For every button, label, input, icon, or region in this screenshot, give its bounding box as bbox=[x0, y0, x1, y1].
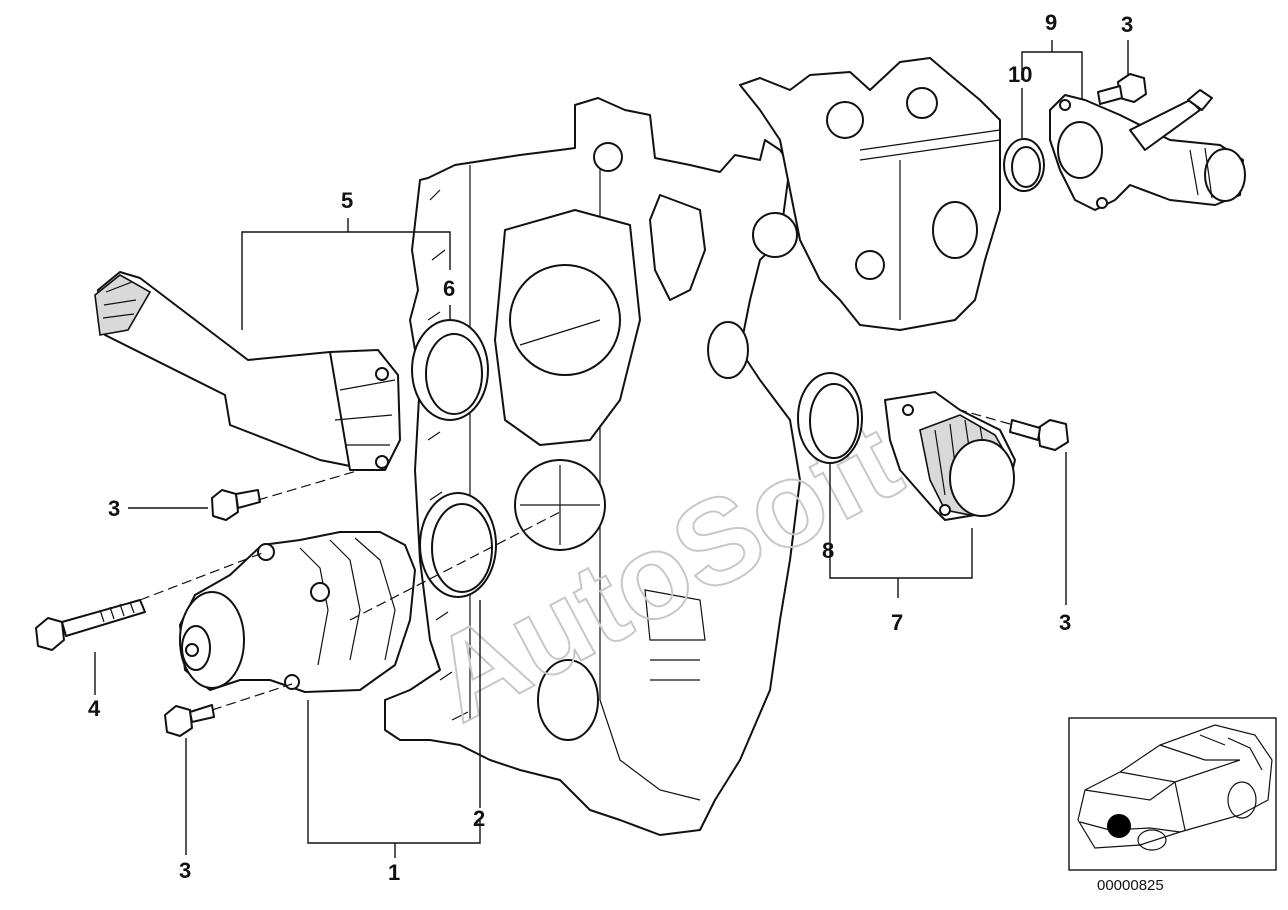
gasket-ring-6 bbox=[411, 319, 489, 421]
callout-3-left-lower: 3 bbox=[179, 858, 191, 883]
gasket-2 bbox=[419, 492, 497, 598]
callout-4: 4 bbox=[88, 696, 101, 721]
callout-6: 6 bbox=[443, 276, 455, 301]
long-bolt-4 bbox=[35, 599, 146, 651]
callout-2: 2 bbox=[473, 806, 485, 831]
callout-7: 7 bbox=[891, 610, 903, 635]
ring-10 bbox=[1003, 138, 1045, 192]
callout-3-right: 3 bbox=[1059, 610, 1071, 635]
engine-timing-case bbox=[384, 97, 801, 836]
diagram-reference-number: 00000825 bbox=[1097, 877, 1164, 894]
thermostat-housing-with-hose bbox=[94, 271, 401, 471]
upper-housing-9 bbox=[1049, 89, 1246, 211]
bolt-3-left-upper bbox=[211, 489, 261, 521]
callout-3-top-right: 3 bbox=[1121, 12, 1133, 37]
bolt-3-left-lower bbox=[164, 704, 215, 737]
bolt-3-right bbox=[1009, 419, 1069, 451]
leader-lines bbox=[94, 40, 1129, 858]
outlet-housing-7 bbox=[884, 391, 1016, 521]
vehicle-locator-inset bbox=[1068, 717, 1277, 871]
callout-3-left-upper: 3 bbox=[108, 496, 120, 521]
callout-8: 8 bbox=[822, 538, 834, 563]
callout-1: 1 bbox=[388, 860, 400, 885]
callout-labels: 1 2 3 3 3 3 4 5 6 7 8 9 10 bbox=[88, 10, 1133, 885]
callout-5: 5 bbox=[341, 188, 353, 213]
callout-10: 10 bbox=[1008, 62, 1032, 87]
bolt-3-top-right bbox=[1097, 73, 1147, 105]
assembly-axes bbox=[139, 409, 1011, 711]
water-pump bbox=[179, 531, 416, 693]
location-marker-icon bbox=[1107, 814, 1131, 838]
callout-9: 9 bbox=[1045, 10, 1057, 35]
ring-8 bbox=[797, 372, 863, 464]
cylinder-head bbox=[739, 57, 1001, 331]
